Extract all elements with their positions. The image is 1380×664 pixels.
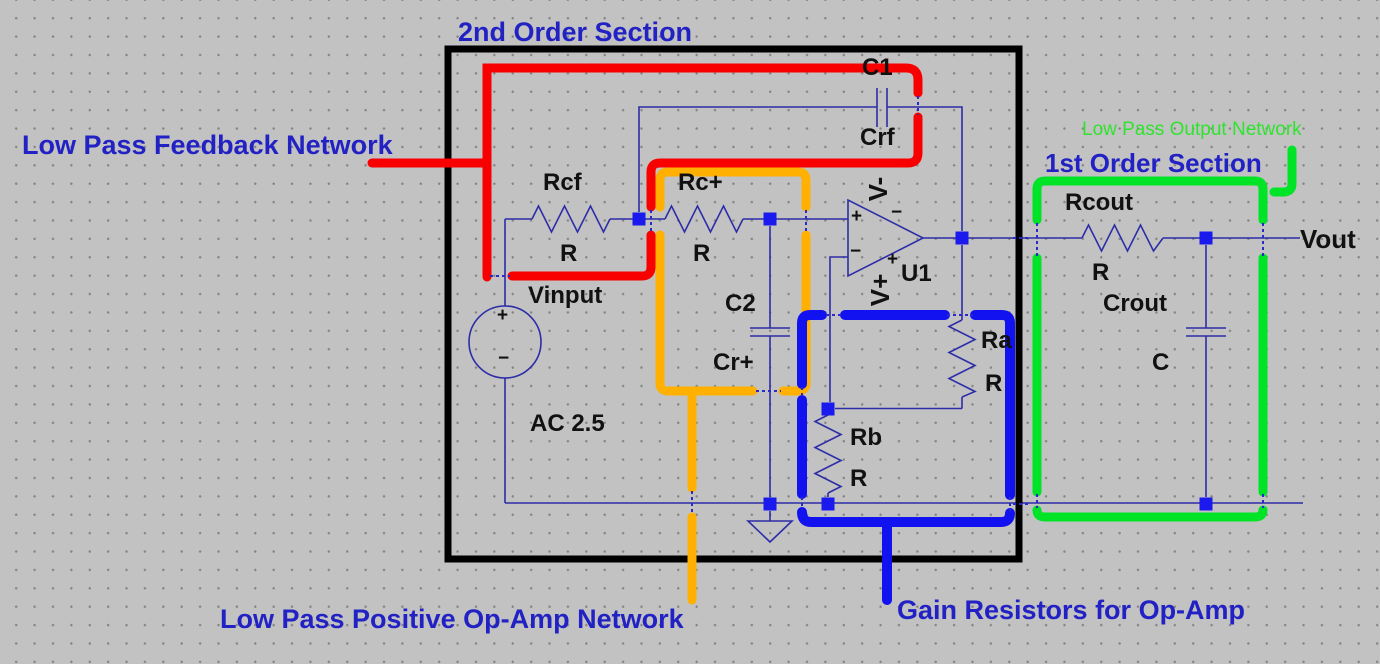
- wire-layer: [468, 88, 1303, 544]
- c1-name: Crf: [860, 124, 895, 151]
- crout-ref: Crout: [1103, 290, 1167, 317]
- rcout-value: R: [1092, 259, 1110, 286]
- source-name: Vinput: [528, 282, 603, 309]
- ra-ref: Ra: [981, 327, 1012, 354]
- feedback-annotation: [367, 63, 923, 282]
- output-outline-bottom: [1032, 505, 1268, 522]
- source-value: AC 2.5: [530, 410, 605, 437]
- feedback-outline-bottom: [507, 230, 656, 281]
- vout-label: Vout: [1300, 224, 1356, 254]
- resistor-rb: [813, 414, 843, 494]
- wire-feedback-top: [638, 106, 877, 212]
- node-rb-ground: [821, 497, 835, 511]
- opamp-minus-input-mark: −: [850, 241, 862, 262]
- gain-outline-right: [970, 310, 1015, 500]
- wire-nodeC-to-ra: [835, 397, 963, 410]
- opamp-pwr-plus-mark: +: [887, 249, 899, 270]
- feedback-outline-left-top: [482, 63, 923, 282]
- source-minus-mark: −: [498, 348, 510, 369]
- crossing-dashes: [490, 96, 1264, 515]
- opamp-vplus-label: V+: [865, 273, 895, 307]
- feedback-outline-right: [646, 112, 923, 212]
- output-annotation: [1032, 145, 1297, 522]
- resistor-rcout: [1081, 223, 1164, 253]
- rcout-ref: Rcout: [1065, 189, 1133, 216]
- junction-layer: [632, 212, 1213, 511]
- ground-symbol: [746, 520, 794, 544]
- wire-c1-to-output: [887, 106, 963, 231]
- rcf-value: R: [560, 240, 578, 267]
- gain-outline-topleft: [797, 310, 827, 389]
- node-c: [821, 402, 835, 416]
- node-a: [632, 212, 646, 226]
- node-c2-ground: [763, 497, 777, 511]
- gain-annotation: [797, 310, 1015, 605]
- wire-minus-input: [829, 256, 848, 402]
- positive-network-label: Low Pass Positive Op-Amp Network: [220, 604, 684, 634]
- resistor-ra: [947, 319, 977, 398]
- opamp-triangle: [847, 198, 925, 278]
- node-output: [955, 231, 969, 245]
- c2-ref: C2: [725, 290, 756, 317]
- output-network-label: Low Pass Output Network: [1082, 119, 1302, 140]
- source-plus-mark: +: [497, 305, 509, 326]
- first-order-title: 1st Order Section: [1045, 148, 1262, 178]
- rcplus-ref: Rc+: [678, 169, 723, 196]
- positive-outline-left: [655, 230, 758, 396]
- c1-ref: C1: [862, 54, 893, 81]
- second-order-box: [444, 45, 1023, 563]
- rcf-ref: Rcf: [543, 169, 582, 196]
- opamp-vminus-label: V-: [863, 176, 893, 202]
- c2-name: Cr+: [713, 349, 754, 376]
- ra-value: R: [985, 370, 1003, 397]
- opamp-pwr-minus-mark: −: [891, 202, 903, 223]
- positive-annotation: [655, 167, 811, 605]
- output-label-tail: [1269, 145, 1297, 197]
- resistor-rcf: [531, 204, 611, 234]
- gain-outline-bottom: [797, 507, 1015, 527]
- node-vout: [1199, 231, 1213, 245]
- gain-resistors-label: Gain Resistors for Op-Amp: [897, 595, 1246, 625]
- opamp-plus-input-mark: +: [851, 206, 863, 227]
- node-crout-ground: [1199, 497, 1213, 511]
- node-b: [763, 212, 777, 226]
- resistor-rcplus: [664, 204, 744, 234]
- second-order-title: 2nd Order Section: [458, 17, 693, 47]
- rb-value: R: [850, 465, 868, 492]
- rcplus-value: R: [693, 240, 711, 267]
- output-outline-top: [1032, 176, 1268, 225]
- rb-ref: Rb: [850, 424, 882, 451]
- crout-value: C: [1152, 349, 1170, 376]
- opamp-ref: U1: [901, 260, 932, 287]
- feedback-network-label: Low Pass Feedback Network: [22, 130, 393, 160]
- positive-outline-top: [655, 167, 811, 212]
